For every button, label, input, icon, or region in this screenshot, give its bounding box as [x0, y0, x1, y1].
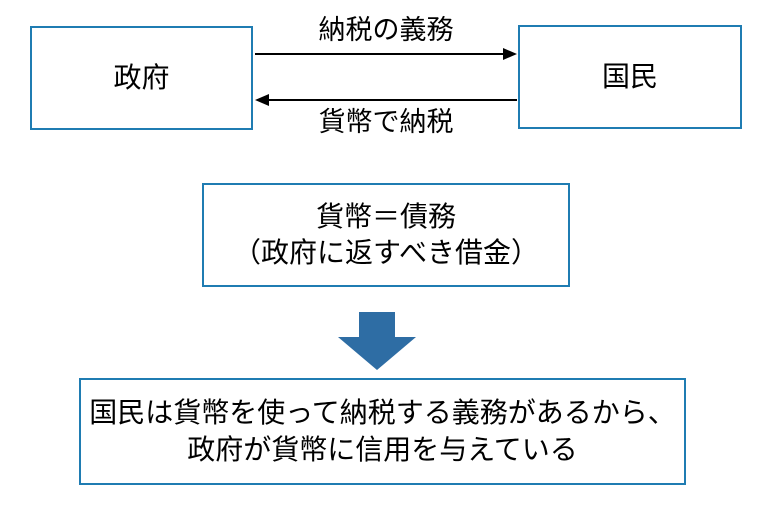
currency-debt-line1: 貨幣＝債務	[315, 200, 456, 232]
right-arrow-icon	[255, 48, 517, 60]
citizens-box-label: 国民	[601, 60, 658, 92]
government-box: 政府	[30, 26, 253, 130]
currency-debt-box: 貨幣＝債務 （政府に返すべき借金）	[202, 183, 570, 287]
left-arrow-icon	[255, 94, 517, 106]
down-arrow-icon	[338, 312, 416, 370]
currency-debt-line2: （政府に返すべき借金）	[232, 237, 540, 268]
citizens-box: 国民	[518, 25, 742, 129]
conclusion-line1: 国民は貨幣を使って納税する義務があるから、	[89, 397, 676, 429]
pay-with-currency-label: 貨幣で納税	[318, 107, 454, 137]
conclusion-box: 国民は貨幣を使って納税する義務があるから、 政府が貨幣に信用を与えている	[79, 378, 686, 485]
government-box-label: 政府	[113, 61, 170, 93]
conclusion-line2: 政府が貨幣に信用を与えている	[187, 433, 578, 465]
tax-obligation-label: 納税の義務	[318, 15, 454, 45]
